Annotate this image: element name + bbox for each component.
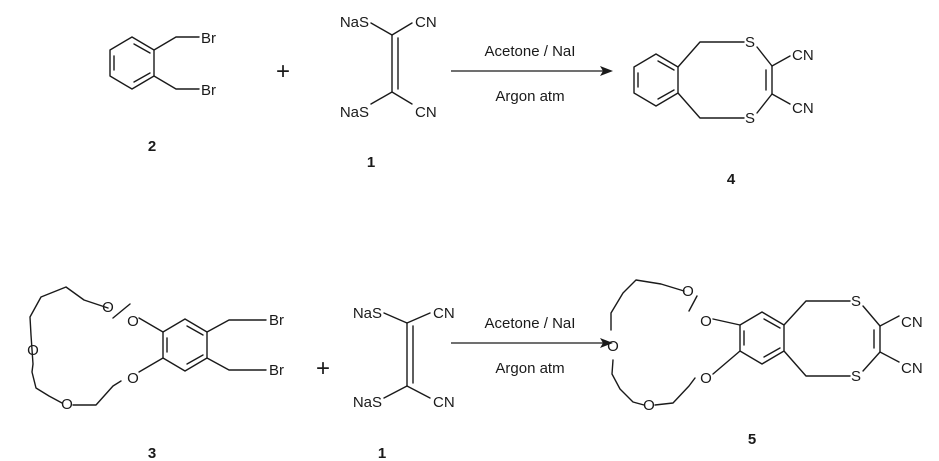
ring-upper-bonds	[677, 41, 745, 68]
benzene-ring	[633, 53, 679, 107]
reaction-arrow-1: Acetone / NaI Argon atm	[451, 43, 613, 105]
s-to-alkene-bonds	[756, 46, 773, 114]
crown-ether-chain	[610, 279, 698, 406]
alkene-double-bond	[873, 325, 881, 353]
o-label-3: O	[27, 342, 39, 359]
nas-bottom-bond	[383, 385, 408, 399]
cn-top-bond	[406, 312, 431, 324]
br-top-label: Br	[269, 312, 284, 329]
br-top-label: Br	[201, 30, 216, 47]
compound-number-1-bottom: 1	[378, 445, 386, 461]
benzene-ring	[162, 318, 208, 372]
s-bottom-label: S	[851, 368, 861, 385]
conditions-above: Acetone / NaI	[485, 315, 576, 332]
o-label-2: O	[700, 313, 712, 330]
o-label-5: O	[61, 396, 73, 413]
cn-bottom-bond	[391, 91, 413, 105]
s-bottom-label: S	[745, 110, 755, 127]
aromatic-double-bonds	[113, 43, 151, 83]
o-label-1: O	[682, 283, 694, 300]
ring-upper-bonds	[783, 300, 851, 326]
o-label-3: O	[607, 338, 619, 355]
conditions-below: Argon atm	[495, 360, 564, 377]
nas-bottom-label: NaS	[353, 394, 382, 411]
nas-top-label: NaS	[353, 305, 382, 322]
nas-bottom-label: NaS	[340, 104, 369, 121]
aromatic-double-bonds	[637, 60, 675, 100]
alkene-bond	[406, 322, 414, 387]
s-top-label: S	[851, 293, 861, 310]
ring-lower-bonds	[783, 350, 851, 377]
compound-5-structure: O O O O O S S CN CN 5	[607, 279, 923, 448]
alkene-bond	[391, 34, 399, 93]
compound-2-structure: Br Br 2	[109, 30, 216, 155]
aryl-o-bonds	[138, 317, 164, 373]
compound-1-structure-top: NaS NaS CN CN 1	[340, 14, 437, 171]
cn-bonds	[879, 315, 900, 363]
o-label-4: O	[700, 370, 712, 387]
ch2-br-top-bond	[206, 319, 267, 333]
nas-top-label: NaS	[340, 14, 369, 31]
conditions-above: Acetone / NaI	[485, 43, 576, 60]
compound-1-structure-bottom: NaS NaS CN CN 1	[353, 305, 455, 461]
cn-bottom-label: CN	[901, 360, 923, 377]
compound-number-1-top: 1	[367, 154, 375, 171]
cn-top-bond	[391, 22, 413, 36]
compound-number-2: 2	[148, 138, 156, 155]
o-label-2: O	[127, 313, 139, 330]
compound-number-5: 5	[748, 431, 756, 448]
compound-4-structure: S S CN CN 4	[633, 34, 814, 188]
benzene-ring	[739, 311, 785, 365]
o-label-4: O	[127, 370, 139, 387]
compound-3-structure: O O O O O Br Br 3	[27, 286, 284, 461]
br-bottom-label: Br	[201, 82, 216, 99]
aromatic-double-bonds	[743, 318, 781, 358]
cn-top-label: CN	[792, 47, 814, 64]
conditions-below: Argon atm	[495, 88, 564, 105]
cn-bonds	[771, 55, 791, 105]
crown-ether-chain	[29, 286, 131, 406]
arrow-head	[600, 66, 613, 76]
benzene-ring	[109, 36, 155, 90]
cn-bottom-bond	[406, 385, 431, 399]
compound-number-4: 4	[727, 171, 736, 188]
alkene-double-bond	[765, 65, 773, 95]
cn-top-label: CN	[433, 305, 455, 322]
plus-sign-2: +	[316, 355, 330, 382]
s-top-label: S	[745, 34, 755, 51]
plus-sign-1: +	[276, 58, 290, 85]
cn-bottom-label: CN	[415, 104, 437, 121]
aromatic-double-bonds	[166, 325, 204, 365]
o-label-5: O	[643, 397, 655, 414]
cn-bottom-label: CN	[792, 100, 814, 117]
compound-number-3: 3	[148, 445, 156, 461]
br-bottom-label: Br	[269, 362, 284, 379]
cn-top-label: CN	[901, 314, 923, 331]
cn-bottom-label: CN	[433, 394, 455, 411]
o-label-1: O	[102, 299, 114, 316]
ch2-br-bottom-bond	[206, 357, 267, 371]
nas-top-bond	[370, 22, 393, 36]
ring-lower-bonds	[677, 92, 745, 119]
s-to-alkene-bonds	[862, 305, 881, 372]
cn-top-label: CN	[415, 14, 437, 31]
nas-bottom-bond	[370, 91, 393, 105]
nas-top-bond	[383, 312, 408, 324]
reaction-arrow-2: Acetone / NaI Argon atm	[451, 315, 613, 377]
ch2-br-top-bond	[153, 36, 200, 51]
aryl-o-bonds	[712, 318, 741, 375]
arrow-head	[600, 338, 613, 348]
ch2-br-bottom-bond	[153, 75, 200, 90]
